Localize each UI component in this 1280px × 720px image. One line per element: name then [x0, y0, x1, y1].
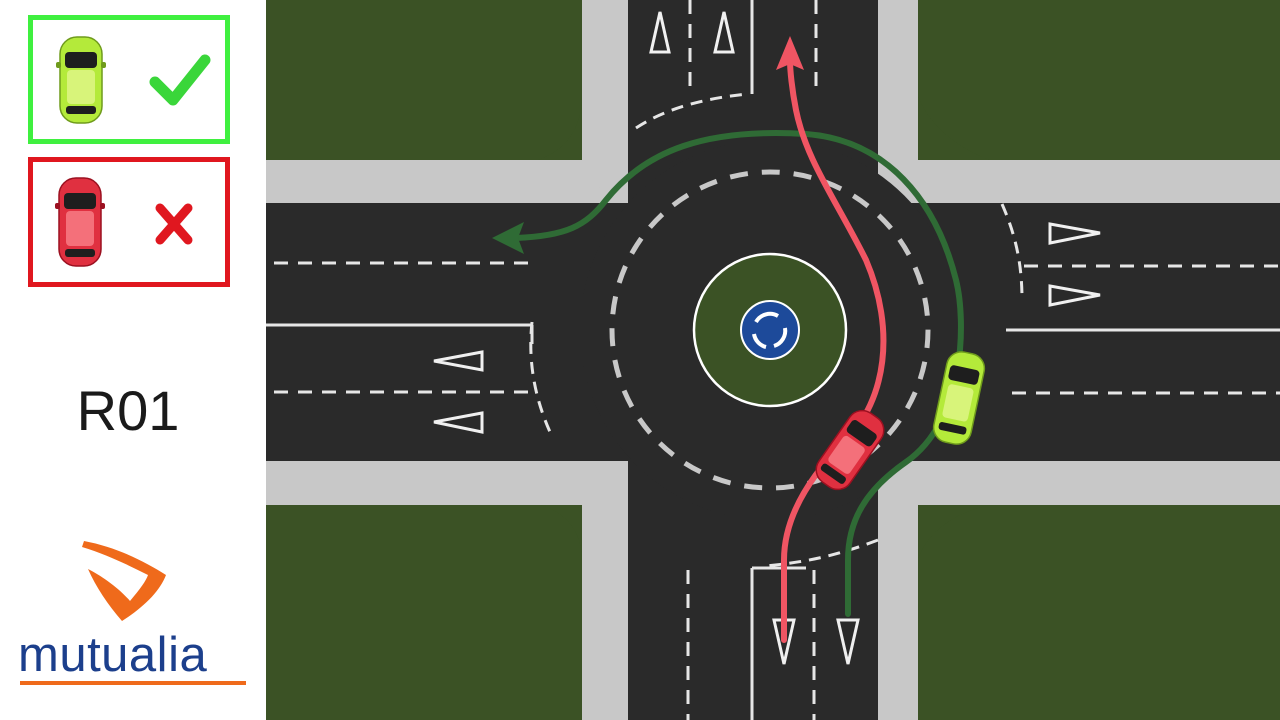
correct-car [932, 351, 986, 445]
lesson-code: R01 [76, 379, 180, 442]
wrong-legend-graphic [55, 177, 193, 267]
correct-legend-graphic [56, 36, 211, 124]
cross-icon [155, 203, 193, 245]
lane-markings [266, 0, 1280, 720]
correct-car-icon [56, 36, 106, 124]
correct-path [492, 130, 964, 617]
brand-swoosh-icon [82, 541, 166, 621]
correct-path-arrowhead [492, 222, 524, 254]
lane-divider-circle [609, 169, 931, 491]
wrong-car [815, 409, 885, 491]
brand-logo: mutualia [18, 535, 250, 690]
yield-lines [529, 92, 1024, 568]
wrong-path-arrowhead [776, 36, 804, 70]
roundabout-diagram [266, 0, 1280, 720]
wrong-path [776, 36, 887, 643]
correct-legend-card [28, 15, 230, 144]
roundabout-sign-icon [740, 300, 800, 360]
legend-sidebar: R01 mutualia [0, 0, 266, 720]
brand-underline [20, 681, 246, 685]
wrong-legend-card [28, 157, 230, 287]
check-icon [149, 54, 211, 106]
wrong-car-icon [55, 177, 105, 267]
grass-corners [266, 0, 1280, 720]
brand-name: mutualia [18, 628, 208, 682]
